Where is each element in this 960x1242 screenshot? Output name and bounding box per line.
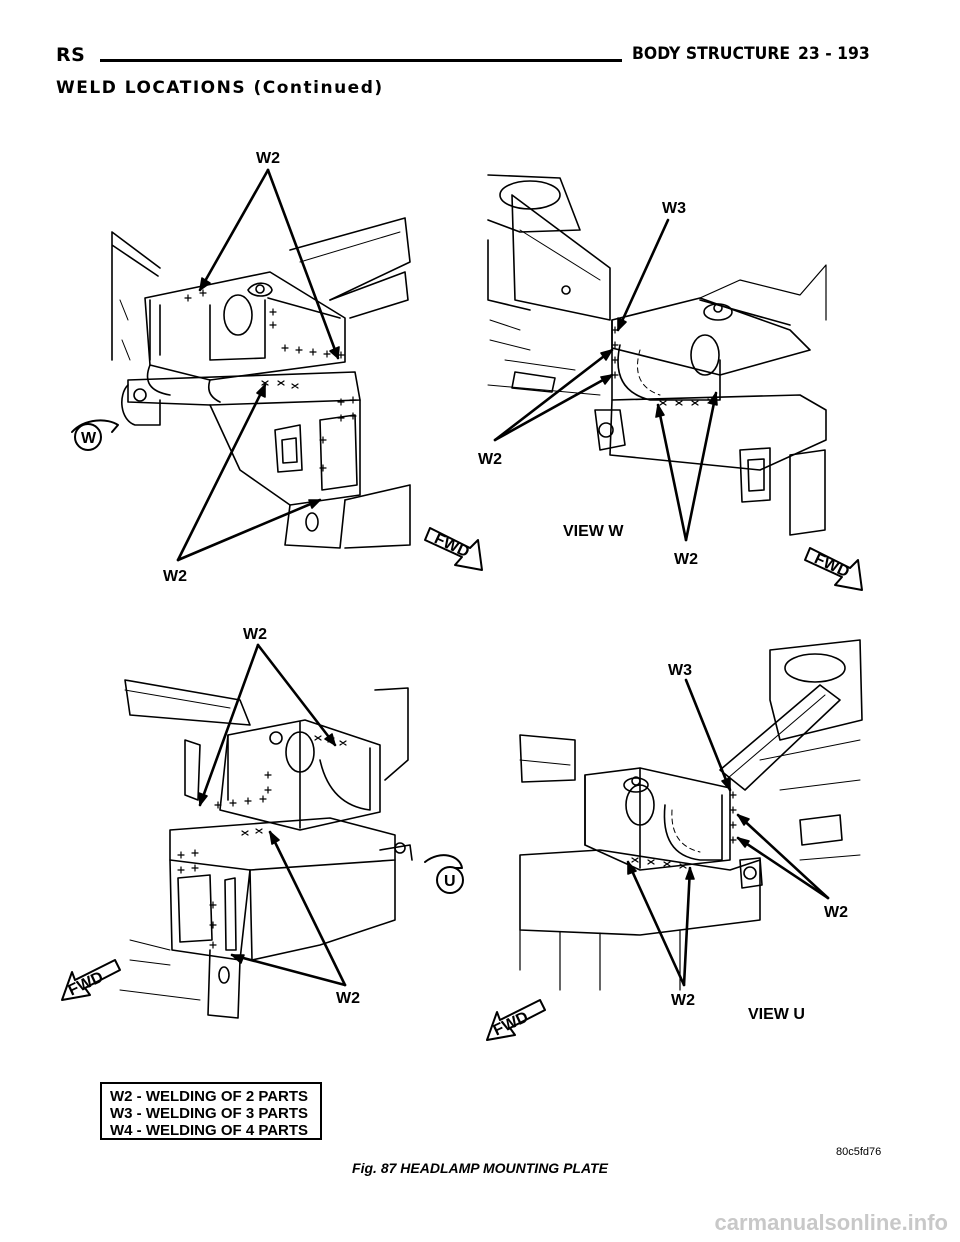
label-w2-bottom-bottom-left: W2	[336, 990, 360, 1007]
label-w3-bottom-right: W3	[668, 662, 692, 679]
label-view-w: VIEW W	[563, 523, 624, 540]
view-marker-w: W	[81, 430, 97, 447]
label-w2-left-top-right: W2	[478, 451, 502, 468]
label-w2-right-bottom-right: W2	[824, 904, 848, 921]
subheading: WELD LOCATIONS (Continued)	[56, 78, 384, 98]
legend-item-w2: W2 - WELDING OF 2 PARTS	[110, 1088, 309, 1105]
figure-id: 80c5fd76	[836, 1146, 882, 1158]
label-w2-bottom-bottom-right: W2	[671, 992, 695, 1009]
label-w2-bottom-left: W2	[163, 568, 187, 585]
fwd-arrow-label-2: FWD	[812, 550, 852, 581]
panel-bottom-left	[61, 643, 464, 1019]
view-marker-u: U	[444, 873, 456, 890]
panel-top-right	[487, 174, 863, 591]
page-number: 23 - 193	[798, 44, 870, 64]
watermark: carmanualsonline.info	[714, 1210, 949, 1235]
label-view-u: VIEW U	[748, 1006, 805, 1023]
fwd-arrow-label-1: FWD	[432, 530, 472, 561]
figure-caption: Fig. 87 HEADLAMP MOUNTING PLATE	[352, 1160, 608, 1176]
legend-item-w4: W4 - WELDING OF 4 PARTS	[110, 1122, 309, 1139]
panel-top-left	[71, 168, 483, 571]
label-w2-bottom-top-right: W2	[674, 551, 698, 568]
label-w3-top-right: W3	[662, 200, 686, 217]
section-title: BODY STRUCTURE	[632, 44, 791, 64]
weld-legend: W2 - WELDING OF 2 PARTS W3 - WELDING OF …	[100, 1082, 322, 1140]
section-code: RS	[56, 44, 86, 66]
header-rule	[100, 59, 622, 62]
label-w2-top-left: W2	[256, 150, 280, 167]
panel-bottom-right	[486, 639, 863, 1041]
label-w2-top-bottom-left: W2	[243, 626, 267, 643]
legend-item-w3: W3 - WELDING OF 3 PARTS	[110, 1105, 309, 1122]
